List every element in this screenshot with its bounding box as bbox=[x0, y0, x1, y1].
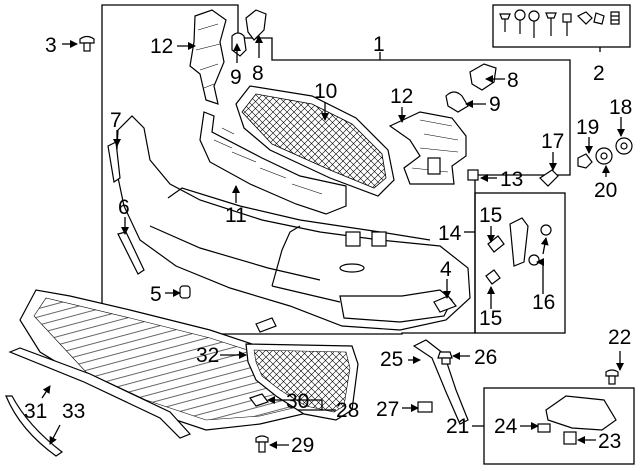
clip-part-9-left bbox=[231, 32, 247, 57]
callout-15-bottom: 15 bbox=[479, 307, 502, 330]
callout-12-left: 12 bbox=[150, 35, 173, 58]
callout-25: 25 bbox=[380, 348, 403, 371]
callout-33: 33 bbox=[62, 400, 85, 423]
screw-part-3 bbox=[79, 35, 95, 52]
callout-13: 13 bbox=[500, 168, 523, 191]
trim-strip-part-25 bbox=[412, 339, 469, 425]
callout-9-right: 9 bbox=[489, 93, 501, 116]
callout-21: 21 bbox=[446, 415, 469, 438]
callout-31: 31 bbox=[24, 400, 47, 423]
callout-3: 3 bbox=[45, 34, 57, 57]
nut-part-26 bbox=[437, 351, 453, 365]
callout-32: 32 bbox=[196, 344, 219, 367]
callout-2: 2 bbox=[593, 62, 605, 85]
block-part-27 bbox=[417, 401, 433, 413]
callout-27: 27 bbox=[376, 398, 399, 421]
callout-7: 7 bbox=[110, 109, 122, 132]
lower-trim-strip bbox=[8, 347, 192, 439]
callout-12-right: 12 bbox=[390, 85, 413, 108]
callout-11: 11 bbox=[225, 204, 247, 227]
bracket-kit-box bbox=[474, 192, 566, 334]
callout-26: 26 bbox=[474, 346, 497, 369]
grommet-part-20 bbox=[595, 147, 613, 165]
callout-5: 5 bbox=[150, 283, 162, 306]
bracket-kit-parts bbox=[485, 217, 552, 285]
callout-23: 23 bbox=[598, 430, 621, 453]
callout-19: 19 bbox=[576, 116, 599, 139]
callout-30: 30 bbox=[286, 390, 309, 413]
callout-1: 1 bbox=[373, 33, 385, 56]
clip-part-19 bbox=[577, 153, 593, 169]
callout-22: 22 bbox=[608, 326, 631, 349]
lower-grille bbox=[245, 343, 359, 421]
cap-part-5 bbox=[179, 285, 191, 299]
stud-part-17 bbox=[539, 169, 559, 187]
bolt-part-29 bbox=[255, 435, 269, 453]
callout-4: 4 bbox=[440, 258, 452, 281]
callout-8-right: 8 bbox=[507, 69, 519, 92]
fastener-kit-box bbox=[492, 4, 631, 48]
fastener-set bbox=[499, 9, 620, 38]
side-bracket-right bbox=[388, 111, 467, 185]
clip-part-13 bbox=[467, 169, 479, 181]
callout-20: 20 bbox=[594, 179, 617, 202]
mount-clip-left bbox=[345, 231, 361, 247]
leader-lines bbox=[41, 35, 625, 449]
callout-14: 14 bbox=[438, 222, 462, 245]
bumper-reinforcement bbox=[199, 111, 347, 215]
callout-28: 28 bbox=[336, 399, 359, 422]
callout-10: 10 bbox=[314, 80, 337, 103]
bolt-part-22 bbox=[605, 369, 619, 385]
callout-9-left: 9 bbox=[230, 66, 242, 89]
bracket-part-24 bbox=[537, 395, 617, 433]
bracket-part-8-right bbox=[469, 63, 497, 91]
callout-17: 17 bbox=[541, 130, 564, 153]
callout-15-top: 15 bbox=[479, 204, 502, 227]
callout-8-left: 8 bbox=[252, 62, 264, 85]
callout-18: 18 bbox=[609, 96, 632, 119]
callout-29: 29 bbox=[291, 434, 314, 457]
grommet-part-18 bbox=[615, 137, 633, 155]
upper-bracket-left bbox=[189, 9, 227, 105]
callout-numbers: 1 2 3 4 5 6 7 8 8 9 9 10 11 12 12 13 14 … bbox=[24, 33, 632, 457]
bracket-part-8-left bbox=[245, 9, 267, 41]
callout-6: 6 bbox=[118, 196, 130, 219]
clip-part-9-right bbox=[445, 91, 469, 113]
callout-16: 16 bbox=[532, 291, 555, 314]
callout-24: 24 bbox=[494, 415, 518, 438]
side-molding-strip bbox=[5, 395, 64, 457]
mount-clip-right bbox=[371, 231, 387, 247]
center-grille bbox=[235, 85, 395, 197]
clip-part-23 bbox=[563, 431, 577, 445]
